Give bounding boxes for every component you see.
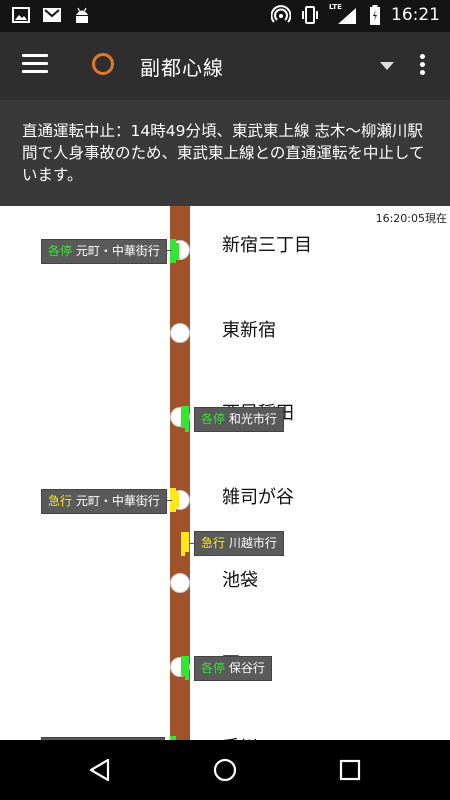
train-type: 各停: [201, 412, 226, 426]
train-label-partial[interactable]: [41, 737, 165, 740]
train-location-map[interactable]: 16:20:05現在 新宿三丁目 東新宿 西早稲田 雑司が谷 池袋 要町 千川 …: [0, 206, 450, 740]
train-label[interactable]: 各停 元町・中華街行: [41, 239, 167, 264]
train-connector: [189, 543, 195, 544]
home-icon[interactable]: [213, 758, 237, 782]
app-toolbar: 副都心線: [0, 32, 450, 100]
hotspot-icon: [271, 5, 291, 23]
android-icon: [76, 7, 88, 23]
train-destination: 和光市行: [228, 412, 277, 426]
hamburger-menu-icon[interactable]: [22, 54, 48, 76]
train-type: 急行: [48, 494, 73, 508]
station-dot: [170, 573, 190, 593]
recents-icon[interactable]: [338, 758, 362, 782]
clock-time: 16:21: [391, 5, 440, 25]
vibrate-icon: [302, 6, 318, 24]
train-label[interactable]: 各停 和光市行: [194, 407, 284, 432]
station-dot: [170, 407, 190, 427]
station-name[interactable]: 池袋: [222, 570, 258, 591]
image-icon: [12, 7, 30, 23]
overflow-menu-icon[interactable]: [418, 54, 426, 80]
train-label[interactable]: 急行 川越市行: [194, 531, 284, 556]
line-symbol-icon: [92, 53, 114, 75]
train-destination: 保谷行: [228, 661, 265, 675]
train-type: 各停: [48, 244, 73, 258]
status-bar: LTE 16:21: [0, 0, 450, 32]
lte-label: LTE: [329, 3, 342, 11]
station-name[interactable]: 東新宿: [222, 320, 276, 341]
station-name[interactable]: 千川: [222, 733, 258, 740]
station-dot: [170, 657, 190, 677]
train-type: 各停: [201, 661, 226, 675]
signal-icon: [338, 8, 356, 24]
station-dot: [170, 490, 190, 510]
service-notice: 直通運転中止：14時49分頃、東武東上線 志木〜柳瀬川駅間で人身事故のため、東武…: [0, 100, 450, 206]
train-destination: 元町・中華街行: [75, 244, 160, 258]
station-dot: [170, 323, 190, 343]
station-dot: [170, 240, 190, 260]
navigation-bar: [0, 740, 450, 800]
train-connector: [164, 500, 172, 501]
gmail-icon: [43, 8, 61, 22]
train-label[interactable]: 各停 保谷行: [194, 656, 272, 681]
train-destination: 川越市行: [228, 536, 277, 550]
train-destination: 元町・中華街行: [75, 494, 160, 508]
station-name[interactable]: 雑司が谷: [222, 487, 294, 508]
station-name[interactable]: 新宿三丁目: [222, 235, 312, 256]
line-name-title: 副都心線: [140, 56, 224, 80]
update-timestamp: 16:20:05現在: [375, 212, 447, 225]
train-type: 急行: [201, 536, 226, 550]
battery-icon: [370, 5, 380, 25]
service-notice-text: 直通運転中止：14時49分頃、東武東上線 志木〜柳瀬川駅間で人身事故のため、東武…: [22, 122, 425, 184]
train-label[interactable]: 急行 元町・中華街行: [41, 489, 167, 514]
back-icon[interactable]: [88, 758, 112, 782]
line-dropdown-icon[interactable]: [380, 62, 394, 70]
train-connector: [164, 250, 172, 251]
